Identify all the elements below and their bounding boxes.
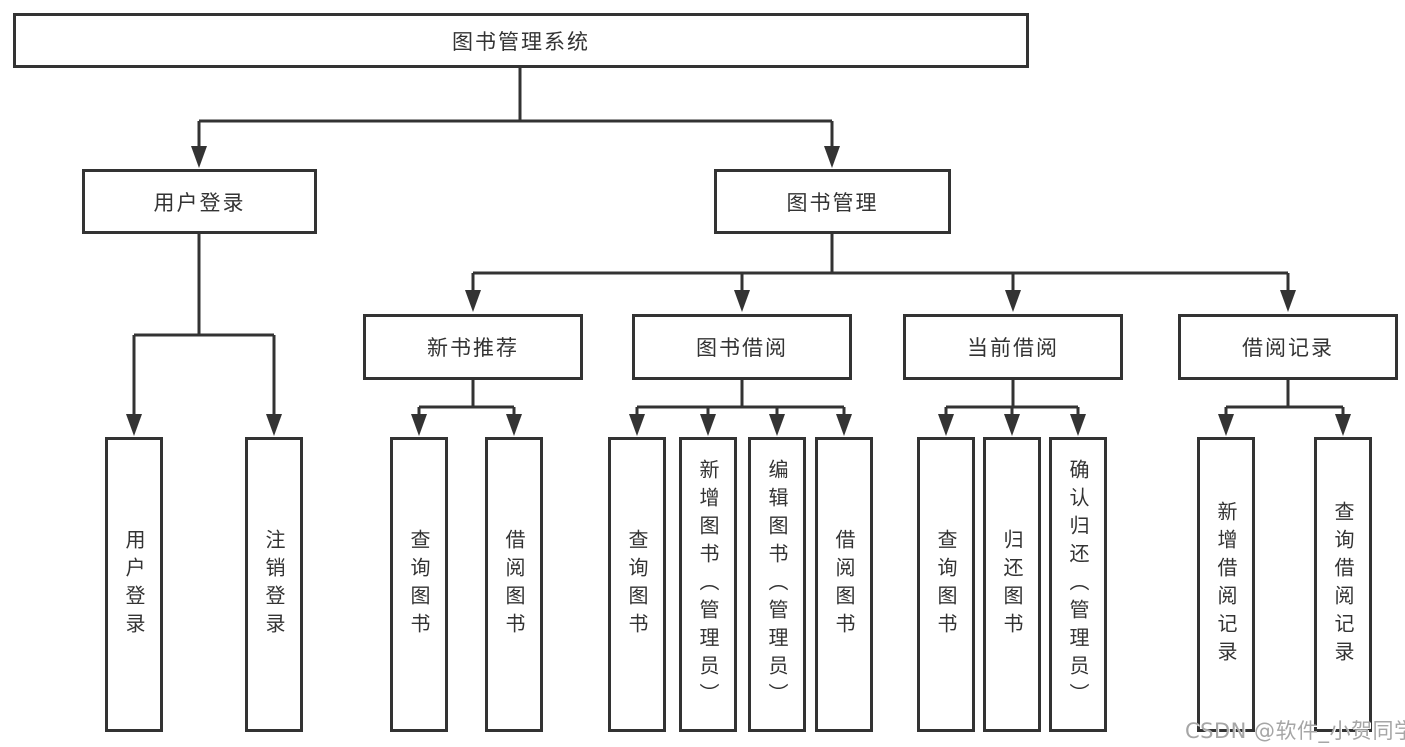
leaf-edit-book-admin-label: 编辑图书（管理员）	[765, 458, 789, 711]
leaf-borrow-books-2: 借阅图书	[815, 437, 873, 732]
arrowheads	[126, 146, 1351, 436]
leaf-query-books-2: 查询图书	[608, 437, 666, 732]
node-borrow-records-label: 借阅记录	[1242, 336, 1334, 360]
node-book-management-label: 图书管理	[786, 190, 879, 215]
leaf-return-books: 归还图书	[983, 437, 1041, 732]
leaf-logout: 注销登录	[245, 437, 303, 732]
leaf-add-borrow-record-label: 新增借阅记录	[1214, 500, 1238, 669]
leaf-borrow-books-2-label: 借阅图书	[832, 528, 856, 641]
leaf-return-books-label: 归还图书	[1000, 528, 1024, 641]
leaf-borrow-books-1: 借阅图书	[485, 437, 543, 732]
node-root-label: 图书管理系统	[452, 29, 590, 54]
leaf-logout-label: 注销登录	[262, 528, 286, 641]
leaf-add-book-admin-label: 新增图书（管理员）	[696, 458, 720, 711]
connector-lines	[132, 68, 1345, 415]
leaf-query-books-3-label: 查询图书	[934, 528, 958, 641]
leaf-query-books-1: 查询图书	[390, 437, 448, 732]
node-user-login-label: 用户登录	[153, 190, 246, 215]
node-borrow-records: 借阅记录	[1178, 314, 1398, 380]
node-new-book-recommend-label: 新书推荐	[427, 336, 519, 360]
node-root: 图书管理系统	[13, 13, 1029, 68]
leaf-add-borrow-record: 新增借阅记录	[1197, 437, 1255, 732]
leaf-add-book-admin: 新增图书（管理员）	[679, 437, 737, 732]
node-new-book-recommend: 新书推荐	[363, 314, 583, 380]
leaf-confirm-return-admin: 确认归还（管理员）	[1049, 437, 1107, 732]
node-book-borrow-label: 图书借阅	[696, 336, 788, 360]
leaf-confirm-return-admin-label: 确认归还（管理员）	[1066, 458, 1090, 711]
node-book-management: 图书管理	[714, 169, 951, 234]
node-current-borrow: 当前借阅	[903, 314, 1123, 380]
node-user-login: 用户登录	[82, 169, 317, 234]
leaf-borrow-books-1-label: 借阅图书	[502, 528, 526, 641]
leaf-user-login: 用户登录	[105, 437, 163, 732]
node-current-borrow-label: 当前借阅	[967, 336, 1059, 360]
leaf-query-borrow-record-label: 查询借阅记录	[1331, 500, 1355, 669]
leaf-edit-book-admin: 编辑图书（管理员）	[748, 437, 806, 732]
leaf-user-login-label: 用户登录	[122, 528, 146, 641]
leaf-query-books-2-label: 查询图书	[625, 528, 649, 641]
leaf-query-books-1-label: 查询图书	[407, 528, 431, 641]
node-book-borrow: 图书借阅	[632, 314, 852, 380]
watermark: CSDN @软件_小贺同学	[1185, 719, 1405, 743]
leaf-query-books-3: 查询图书	[917, 437, 975, 732]
leaf-query-borrow-record: 查询借阅记录	[1314, 437, 1372, 732]
